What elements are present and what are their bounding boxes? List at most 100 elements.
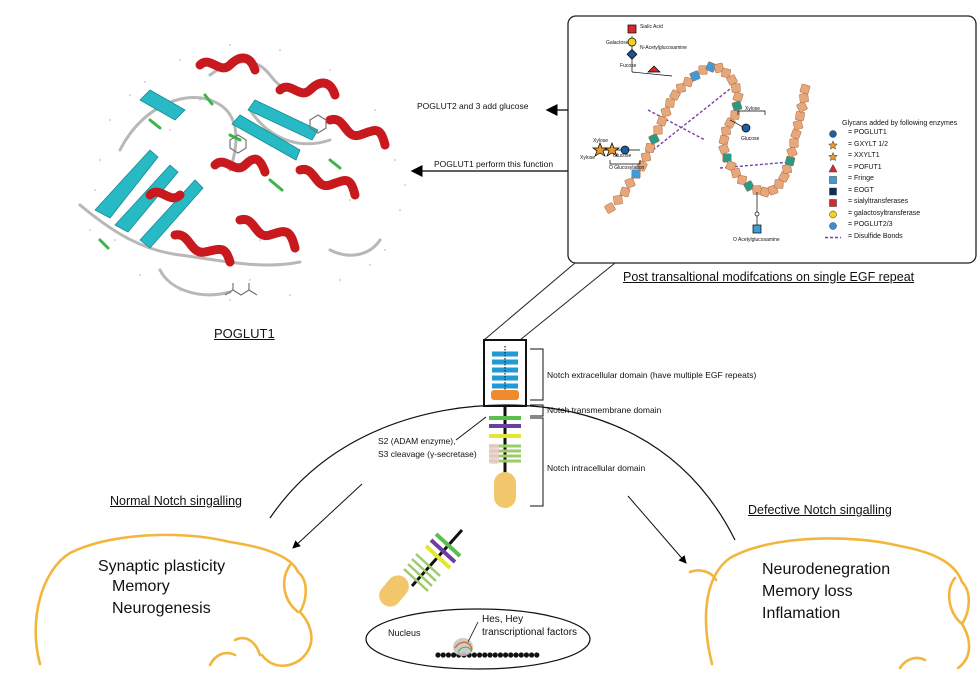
egf-bead: [732, 91, 744, 103]
dna-bead: [435, 652, 441, 658]
egf-repeat-box: [567, 15, 977, 264]
dna-bead: [492, 652, 498, 658]
egf-bead: [682, 76, 694, 88]
egf-bead: [722, 153, 732, 163]
egf-bead: [660, 106, 672, 118]
transcription-factor-label-1: Hes, Hey: [482, 614, 524, 625]
transcription-factor-label-2: transcriptional factors: [482, 627, 578, 638]
dna-bead: [445, 652, 451, 658]
cleaved-nicd: [379, 529, 464, 607]
dna-bead: [477, 652, 483, 658]
fucose-label: Fucose: [620, 63, 637, 69]
legend-symbol-star: [828, 151, 838, 162]
o-glucosylation-label: O Glucosylation: [609, 165, 645, 171]
domain-brackets: [530, 348, 544, 507]
legend-symbol-triangle: [828, 163, 838, 173]
egf-bead: [631, 169, 641, 179]
legend-item-label: = sialyltransferases: [848, 198, 909, 205]
nucleus-label: Nucleus: [388, 628, 421, 638]
transcription-factor: [453, 621, 479, 656]
legend-symbol-square: [829, 187, 837, 196]
legend-item-label: = galactosyltransferase: [848, 209, 921, 217]
dna-bead: [440, 652, 446, 658]
brain-defective: [688, 537, 971, 670]
egf-bead: [774, 179, 784, 189]
egf-bead: [796, 101, 808, 113]
protein-label: POGLUT1: [214, 326, 275, 341]
egf-bead: [613, 195, 623, 205]
dna-bead: [523, 652, 530, 658]
glycan-top: [626, 24, 673, 77]
dna-bead: [529, 652, 535, 658]
legend-item-label: = Fringe: [848, 175, 874, 182]
zoom-lines: [483, 262, 616, 341]
legend-item-label: = Disulfide Bonds: [848, 232, 903, 240]
normal-item-neurogenesis: Neurogenesis: [112, 600, 211, 617]
cleavage-label-line1: S2 (ADAM enzyme),: [378, 436, 456, 446]
legend-item-label: = GXYLT 1/2: [848, 140, 889, 148]
egf-bead: [653, 125, 663, 135]
nucleus-ellipse: [365, 608, 591, 670]
poglut1-protein-structure: [78, 44, 406, 301]
egf-bead: [665, 98, 675, 108]
egf-bead: [799, 93, 809, 103]
egf-bead: [640, 151, 652, 163]
poglut23-arrow-label: POGLUT2 and 3 add glucose: [417, 101, 529, 111]
egf-bead: [782, 164, 792, 174]
glucose-label-left: Glucose: [613, 153, 632, 159]
poglut1-arrow-label: POGLUT1 perform this function: [434, 159, 554, 169]
egf-bead: [604, 202, 616, 214]
defective-item-memory-loss: Memory loss: [762, 583, 853, 600]
legend-symbol-circle: [829, 130, 837, 138]
egf-bead: [721, 126, 731, 136]
egf-bead: [725, 160, 737, 172]
legend-item-label: = EOGT: [848, 186, 874, 194]
egf-bead: [718, 143, 730, 155]
glucose-label-right: Glucose: [741, 136, 760, 142]
legend-symbol-square: [829, 176, 837, 184]
sialic-acid-label: Sialic Acid: [640, 24, 663, 30]
egf-bead: [689, 70, 701, 82]
egf-bead: [789, 138, 799, 148]
egf-bead: [676, 83, 686, 93]
legend-item-label: = POGLUT2/3: [848, 221, 893, 228]
legend-title: Glycans added by following enzymes: [842, 120, 958, 127]
signalling-arc: [269, 404, 736, 541]
egf-bead: [721, 68, 731, 78]
legend-symbol-star: [828, 140, 838, 150]
egf-bead: [786, 146, 798, 158]
dna-bead: [518, 652, 524, 658]
egf-bead: [790, 128, 802, 140]
egf-bead: [713, 62, 725, 74]
arrow-normal: [292, 483, 363, 549]
legend-item-label: = POFUT1: [848, 163, 882, 171]
notch-extracellular-label: Notch extracellular domain (have multipl…: [547, 370, 757, 380]
arrow-defective: [627, 495, 687, 564]
cleavage-label-line2: S3 cleavage (γ-secretase): [378, 449, 477, 459]
brain-normal: [34, 533, 313, 668]
egf-bead: [743, 180, 755, 192]
legend-symbol-circle: [829, 210, 837, 219]
xylose-label-2: Xylose: [580, 155, 596, 161]
egf-bead: [624, 177, 636, 189]
egf-bead-chain: [604, 61, 811, 214]
egf-bead: [698, 65, 708, 75]
egf-bead: [730, 110, 740, 120]
egf-bead: [718, 134, 730, 146]
legend-symbol-square: [829, 199, 837, 207]
dna-bead: [513, 652, 519, 658]
legend-symbol-circle: [829, 222, 837, 230]
egf-bead: [731, 83, 741, 93]
defective-item-neurodegeneration: Neurodenegration: [762, 561, 891, 578]
n-acetylglucosamine-label: N-Acetylglucosamine: [640, 45, 687, 51]
egf-bead: [799, 83, 811, 95]
notch-transmembrane-label: Notch transmembrane domain: [547, 405, 662, 415]
egf-bead: [619, 186, 631, 198]
xylose-label-1: Xylose: [593, 138, 609, 144]
dna-bead: [534, 652, 540, 658]
legend-symbols: [825, 130, 841, 239]
egf-bead: [792, 119, 804, 131]
dna-bead: [451, 652, 457, 658]
legend-item-label: = XXYLT1: [848, 152, 880, 159]
